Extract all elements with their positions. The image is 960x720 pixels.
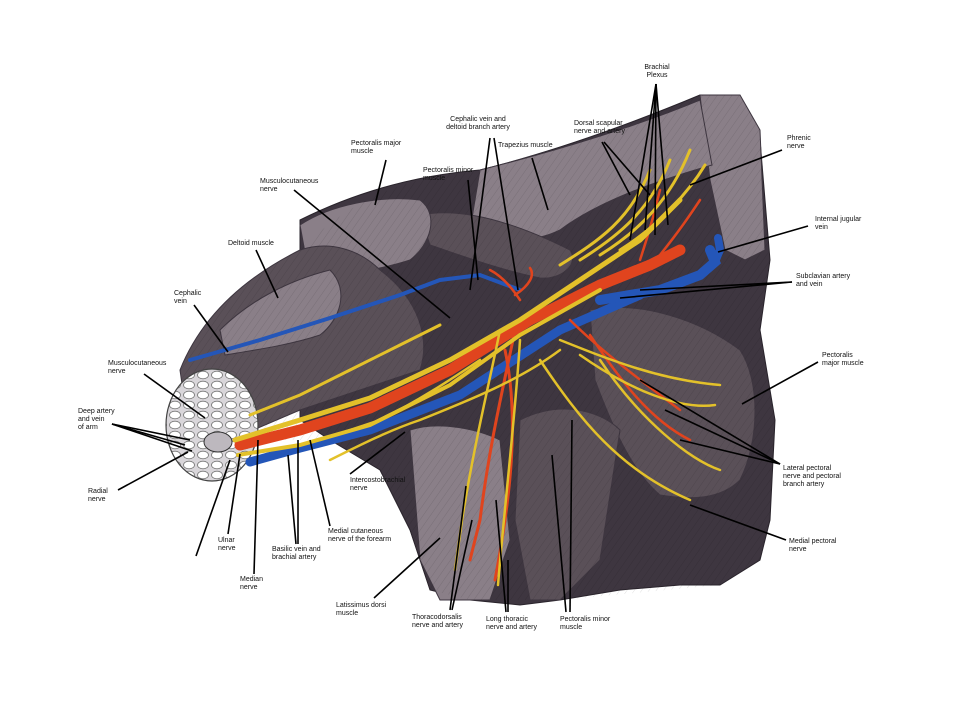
label-internal-jugular: Internal jugular vein — [815, 216, 862, 231]
label-medial-pectoral: Medial pectoral nerve — [789, 538, 837, 553]
label-thoracodorsalis: Thoracodorsalis nerve and artery — [412, 614, 463, 629]
label-musculocutaneous-left: Musculocutaneous nerve — [108, 360, 167, 375]
medial-pectoral-nerve — [538, 358, 692, 502]
label-long-thoracic: Long thoracic nerve and artery — [486, 616, 537, 631]
label-pectoralis-major-right: Pectoralis major muscle — [822, 352, 864, 367]
label-dorsal-scapular: Dorsal scapular nerve and artery — [574, 120, 625, 135]
label-pectoralis-minor-bottom: Pectoralis minor muscle — [560, 616, 611, 631]
label-median-nerve: Median nerve — [240, 576, 263, 591]
label-deltoid: Deltoid muscle — [228, 240, 274, 247]
arm-cross-section — [165, 368, 259, 482]
cephalic-vein — [188, 272, 522, 362]
label-musculocutaneous-top: Musculocutaneous nerve — [260, 178, 319, 193]
label-brachial-plexus: Brachial Plexus — [644, 64, 670, 79]
label-trapezius: Trapezius muscle — [498, 142, 553, 149]
median-nerve — [232, 197, 683, 443]
label-subclavian: Subclavian artery and vein — [796, 273, 851, 288]
dorsal-scapular-artery — [638, 188, 702, 262]
brachial-artery — [234, 244, 686, 451]
humerus-section — [203, 431, 233, 453]
label-intercostobrachial: Intercostobrachial nerve — [350, 477, 406, 492]
musculocutaneous-nerve — [248, 323, 442, 417]
label-medial-cutaneous: Medial cutaneous nerve of the forearm — [328, 528, 392, 543]
label-basilic-vein: Basilic vein and brachial artery — [272, 546, 321, 561]
deltoid-branch-artery — [488, 266, 534, 302]
medial-cutaneous-nerve — [318, 358, 482, 442]
label-pectoralis-major-top: Pectoralis major muscle — [351, 140, 402, 155]
label-cephalic-vein-deltoid-artery: Cephalic vein and deltoid branch artery — [446, 116, 510, 131]
plexus-roots — [558, 148, 707, 267]
label-pectoralis-minor-top: Pectoralis minor muscle — [423, 167, 474, 182]
label-lateral-pectoral: Lateral pectoral nerve and pectoral bran… — [783, 465, 841, 488]
label-radial-nerve: Radial nerve — [88, 488, 108, 503]
lateral-pectoral-nerve — [558, 338, 722, 472]
label-phrenic-nerve: Phrenic nerve — [787, 135, 811, 150]
label-deep-artery: Deep artery and vein of arm — [78, 408, 115, 431]
internal-jugular-vein — [711, 234, 725, 266]
label-cephalic-vein: Cephalic vein — [174, 290, 202, 305]
intercostobrachial-nerve — [328, 348, 562, 462]
leader-lines — [111, 83, 819, 613]
label-latissimus: Latissimus dorsi muscle — [336, 602, 387, 617]
label-ulnar-nerve: Ulnar nerve — [218, 537, 236, 552]
